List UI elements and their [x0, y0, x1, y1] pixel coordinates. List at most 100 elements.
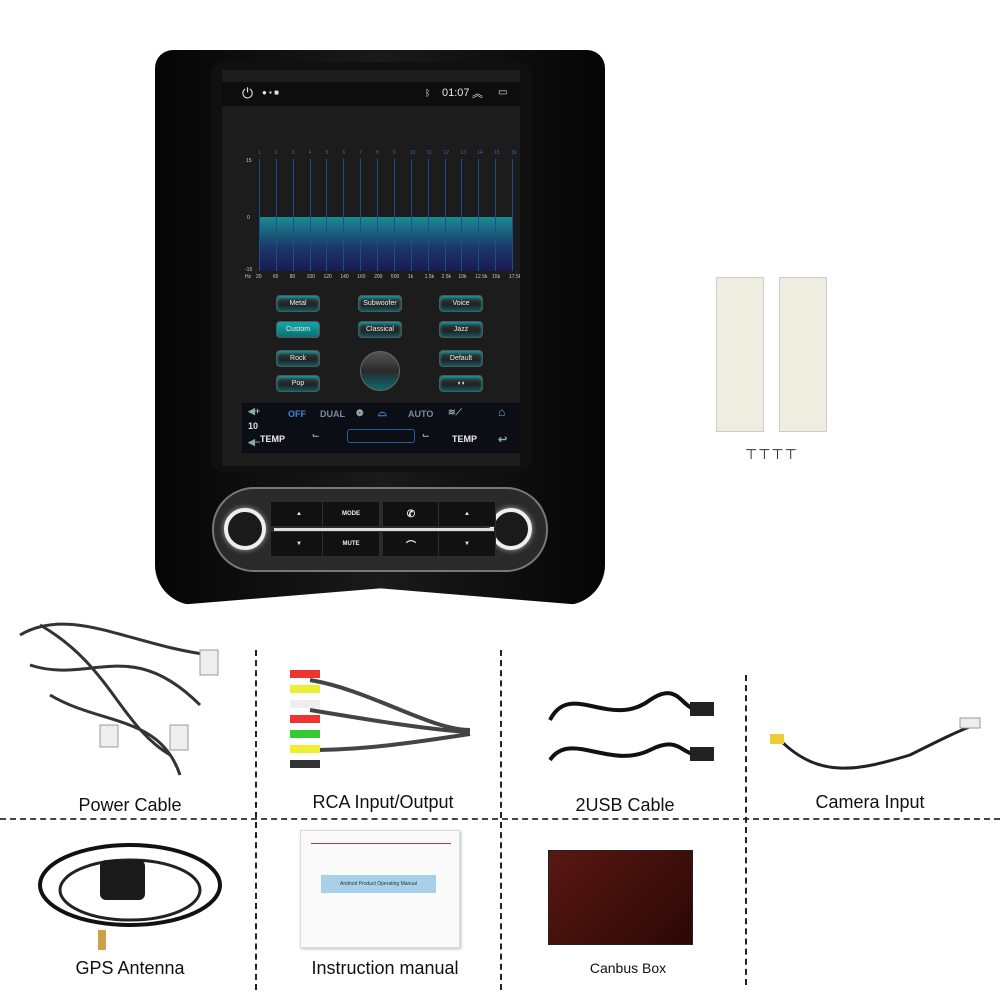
preset-subwoofer-button[interactable]: Subwoofer	[358, 295, 402, 312]
caption-rca: RCA Input/Output	[312, 792, 454, 812]
preset-metal-button[interactable]: Metal	[276, 295, 320, 312]
left-up-button[interactable]: ▲	[270, 501, 328, 527]
eq-fill	[259, 217, 512, 271]
eq-frequency-label: 60	[272, 274, 279, 280]
eq-frequency-label: 1.5k	[424, 274, 435, 280]
eq-band-slider[interactable]	[393, 159, 395, 271]
left-volume-knob[interactable]	[224, 508, 266, 550]
eq-band-slider[interactable]	[461, 159, 463, 271]
right-tune-knob[interactable]	[490, 508, 532, 550]
manual-rule	[311, 843, 451, 844]
eq-band-number: 3	[291, 150, 295, 156]
eq-frequency-label: 200	[374, 274, 383, 280]
climate-bar: ◀+ 10 ◀− OFF DUAL ❁ ⌓ AUTO ≋⟋ TEMP ⌙ ⌙ T…	[242, 403, 520, 453]
eq-band-slider[interactable]	[512, 159, 513, 271]
screws: ⊤⊤⊤⊤	[745, 446, 798, 462]
eq-band-slider[interactable]	[377, 159, 379, 271]
divider-3	[745, 675, 747, 985]
eq-band-number: 1	[258, 150, 261, 156]
eq-band-number: 15	[494, 150, 500, 156]
preset-rock-button[interactable]: Rock	[276, 350, 320, 367]
expand-icon[interactable]: ︽	[472, 88, 483, 100]
preset-jazz-button[interactable]: Jazz	[439, 321, 483, 338]
eq-band-number: 12	[443, 150, 450, 156]
caption-gps: GPS Antenna	[75, 958, 185, 978]
eq-band-slider[interactable]	[259, 159, 260, 271]
eq-frequency-label: 100	[306, 274, 315, 280]
eq-band-number: 14	[477, 150, 483, 156]
eq-band-slider[interactable]	[343, 159, 345, 271]
usb-cable-image	[548, 691, 714, 762]
preset-classical-button[interactable]: Classical	[358, 321, 402, 338]
eq-knob[interactable]	[360, 351, 400, 391]
temp-right-label[interactable]: TEMP	[452, 434, 478, 444]
seat-heat-left-icon[interactable]: ⌙	[312, 430, 320, 440]
right-down-button[interactable]: ▼	[438, 531, 496, 557]
status-bar: ⏻ ● ▪ ■ ᛒ 01:07 ︽ ▭	[222, 82, 520, 106]
temp-left-label[interactable]: TEMP	[260, 434, 286, 444]
eq-frequency-label: 80	[289, 274, 296, 280]
volume-value: 10	[248, 421, 259, 431]
left-down-button[interactable]: ▼	[270, 531, 328, 557]
eq-band-number: 13	[460, 150, 466, 156]
eq-band-number: 6	[342, 150, 346, 156]
eq-frequency-label: 1k	[407, 274, 414, 280]
power-icon[interactable]: ⏻	[242, 85, 254, 101]
manual-title: Android Product Operating Manual	[321, 875, 436, 893]
preset-voice-button[interactable]: Voice	[439, 295, 483, 312]
eq-band-slider[interactable]	[495, 159, 497, 271]
eq-frequency-label: 160	[357, 274, 366, 280]
caption-usb: 2USB Cable	[575, 795, 675, 815]
call-answer-button[interactable]: ✆	[382, 501, 440, 527]
eq-frequency-label: 12.5k	[475, 274, 488, 280]
mounting-bracket-right	[779, 277, 827, 432]
seat-heat-right-icon[interactable]: ⌙	[422, 430, 430, 440]
ac-off-button[interactable]: OFF	[288, 409, 306, 419]
dual-button[interactable]: DUAL	[320, 409, 345, 419]
volume-up-icon[interactable]: ◀+	[248, 406, 261, 416]
eq-frequency-label: 17.5k	[509, 274, 520, 280]
eq-band-slider[interactable]	[410, 159, 412, 271]
rca-cable-image	[290, 670, 471, 768]
eq-band-number: 10	[409, 150, 416, 156]
mode-button[interactable]: MODE	[322, 501, 380, 527]
home-icon[interactable]: ⌂	[498, 405, 506, 419]
eq-band-slider[interactable]	[309, 159, 311, 271]
camera-cable-image	[770, 717, 981, 770]
divider-1	[255, 650, 257, 990]
balance-button[interactable]: ◖◗	[439, 375, 483, 392]
unit-label: Hz	[245, 274, 252, 280]
preset-default-button[interactable]: Default	[439, 350, 483, 367]
auto-button[interactable]: AUTO	[408, 409, 434, 419]
fan-icon[interactable]: ❁	[356, 408, 364, 418]
eq-band-slider[interactable]	[444, 159, 446, 271]
eq-band-number: 5	[325, 150, 329, 156]
eq-band-slider[interactable]	[275, 159, 277, 271]
eq-frequency-label: 20	[256, 274, 262, 280]
eq-band-slider[interactable]	[292, 159, 294, 271]
eq-band-number: 9	[392, 150, 396, 156]
recirculation-icon[interactable]: ⌓	[378, 407, 387, 419]
preset-pop-button[interactable]: Pop	[276, 375, 320, 392]
eq-band-number: 11	[426, 150, 432, 156]
recent-apps-icon[interactable]: ▭	[498, 87, 508, 98]
eq-band-slider[interactable]	[326, 159, 328, 271]
back-icon[interactable]: ↩	[498, 434, 508, 446]
eq-band-slider[interactable]	[478, 159, 480, 271]
right-up-button[interactable]: ▲	[438, 501, 496, 527]
divider-2	[500, 650, 502, 990]
volume-down-icon[interactable]: ◀−	[248, 437, 261, 447]
clock: 01:07	[442, 87, 470, 99]
call-hangup-button[interactable]: ⌒	[382, 531, 440, 557]
eq-band-number: 4	[308, 150, 312, 156]
eq-band-slider[interactable]	[427, 159, 429, 271]
y-max-label: 15	[246, 158, 252, 164]
preset-custom-button[interactable]: Custom	[276, 321, 320, 338]
eq-frequency-label: 10k	[458, 274, 467, 280]
mute-button[interactable]: MUTE	[322, 531, 380, 557]
eq-band-number: 16	[511, 150, 517, 156]
seat-airflow-icon[interactable]: ≋⟋	[448, 407, 462, 417]
eq-band-slider[interactable]	[360, 159, 362, 271]
